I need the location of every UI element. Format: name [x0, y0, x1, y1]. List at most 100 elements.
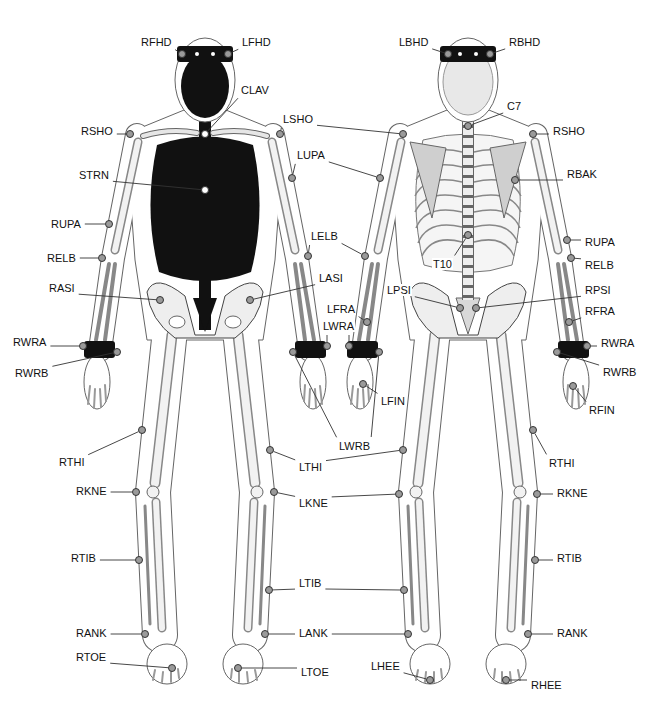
leader-line	[349, 335, 350, 342]
marker-label: RUPA	[50, 218, 82, 230]
leader-line	[571, 240, 581, 241]
leader-line	[535, 434, 547, 455]
leader-line	[575, 258, 581, 260]
marker-label: RKNE	[75, 485, 108, 497]
leader-line	[371, 356, 378, 437]
leader-line	[295, 356, 337, 438]
back-skeleton	[347, 38, 589, 684]
leader-line	[80, 258, 98, 259]
marker-label: LUPA	[296, 149, 326, 161]
marker-label: LKNE	[298, 497, 329, 509]
marker-label: RANK	[556, 627, 589, 639]
leader-line	[519, 180, 563, 181]
leader-line	[254, 285, 315, 299]
marker-label: RFHD	[140, 36, 173, 48]
leader-line	[432, 49, 444, 53]
leader-line	[591, 346, 597, 347]
marker-label: RPSI	[584, 284, 612, 296]
marker-label: RTHI	[548, 457, 575, 469]
marker-label: RTHI	[58, 456, 85, 468]
marker-label: RELB	[584, 259, 615, 271]
leader-line	[274, 452, 296, 460]
marker-label: LPSI	[386, 284, 412, 296]
leader-line	[117, 134, 126, 135]
leader-line	[576, 389, 587, 402]
leader-line	[494, 49, 505, 53]
marker-label: LASI	[318, 272, 344, 284]
leader-line	[317, 125, 399, 133]
leader-line	[404, 673, 427, 679]
leader-line	[79, 294, 156, 300]
marker-label: RTOE	[75, 651, 107, 663]
marker-label: RSHO	[552, 125, 586, 137]
marker-label: RHEE	[530, 679, 563, 691]
marker-label: LTOE	[300, 666, 330, 678]
marker-label: RUPA	[584, 236, 616, 248]
marker-label: LWRA	[322, 320, 355, 332]
marker-dots	[80, 51, 591, 684]
marker-label: LSHO	[282, 113, 314, 125]
leader-line	[415, 297, 456, 307]
leader-line	[242, 668, 297, 669]
marker-label: RELB	[46, 252, 77, 264]
leader-line	[537, 134, 549, 135]
leader-line	[52, 353, 113, 366]
marker-label: RFIN	[588, 404, 616, 416]
leader-line	[232, 49, 239, 52]
leader-line	[269, 634, 295, 635]
leader-line	[325, 589, 400, 590]
leader-line	[510, 680, 527, 681]
leader-line	[175, 50, 179, 52]
marker-label: T10	[432, 258, 453, 270]
leader-line	[329, 162, 376, 177]
leader-line	[309, 245, 310, 252]
marker-label: LTHI	[298, 461, 323, 473]
leader-line	[561, 353, 599, 365]
leader-line	[326, 451, 399, 461]
leader-line	[100, 560, 135, 561]
leader-line	[332, 634, 404, 635]
marker-label: STRN	[78, 169, 110, 181]
marker-label: LBHD	[398, 36, 429, 48]
leader-line	[50, 346, 79, 347]
leader-line	[472, 113, 503, 125]
marker-label: RASI	[48, 282, 76, 294]
marker-label: RWRA	[600, 337, 635, 349]
leader-line	[332, 494, 395, 497]
leader-line	[85, 224, 105, 225]
marker-label: LELB	[310, 230, 339, 242]
leader-line	[113, 181, 201, 189]
marker-label: LTIB	[298, 577, 322, 589]
marker-label: RANK	[75, 627, 108, 639]
leader-line	[541, 494, 553, 495]
marker-label: RBHD	[508, 36, 541, 48]
leader-line	[280, 128, 281, 130]
marker-label: LANK	[298, 627, 329, 639]
leader-line	[532, 634, 553, 635]
leader-line	[480, 296, 581, 307]
leader-line	[359, 317, 364, 320]
leader-line	[327, 335, 328, 342]
marker-label: LFRA	[326, 303, 356, 315]
leader-line	[539, 560, 553, 561]
front-skeleton	[84, 38, 326, 684]
marker-label: RFRA	[584, 305, 616, 317]
marker-label: RWRB	[602, 366, 637, 378]
marker-label: LWRB	[338, 440, 371, 452]
leader-line	[111, 492, 132, 493]
marker-label: RTIB	[556, 552, 583, 564]
marker-label: RBAK	[566, 168, 598, 180]
leader-line	[111, 634, 141, 635]
marker-label: RSHO	[80, 125, 114, 137]
leader-line	[273, 589, 295, 591]
marker-label: RWRB	[14, 367, 49, 379]
marker-label: RTIB	[70, 552, 97, 564]
marker-label: LHEE	[370, 660, 401, 672]
marker-label: RKNE	[556, 487, 589, 499]
marker-label: LFHD	[241, 36, 272, 48]
leader-line	[573, 318, 581, 321]
marker-label: CLAV	[240, 84, 270, 96]
